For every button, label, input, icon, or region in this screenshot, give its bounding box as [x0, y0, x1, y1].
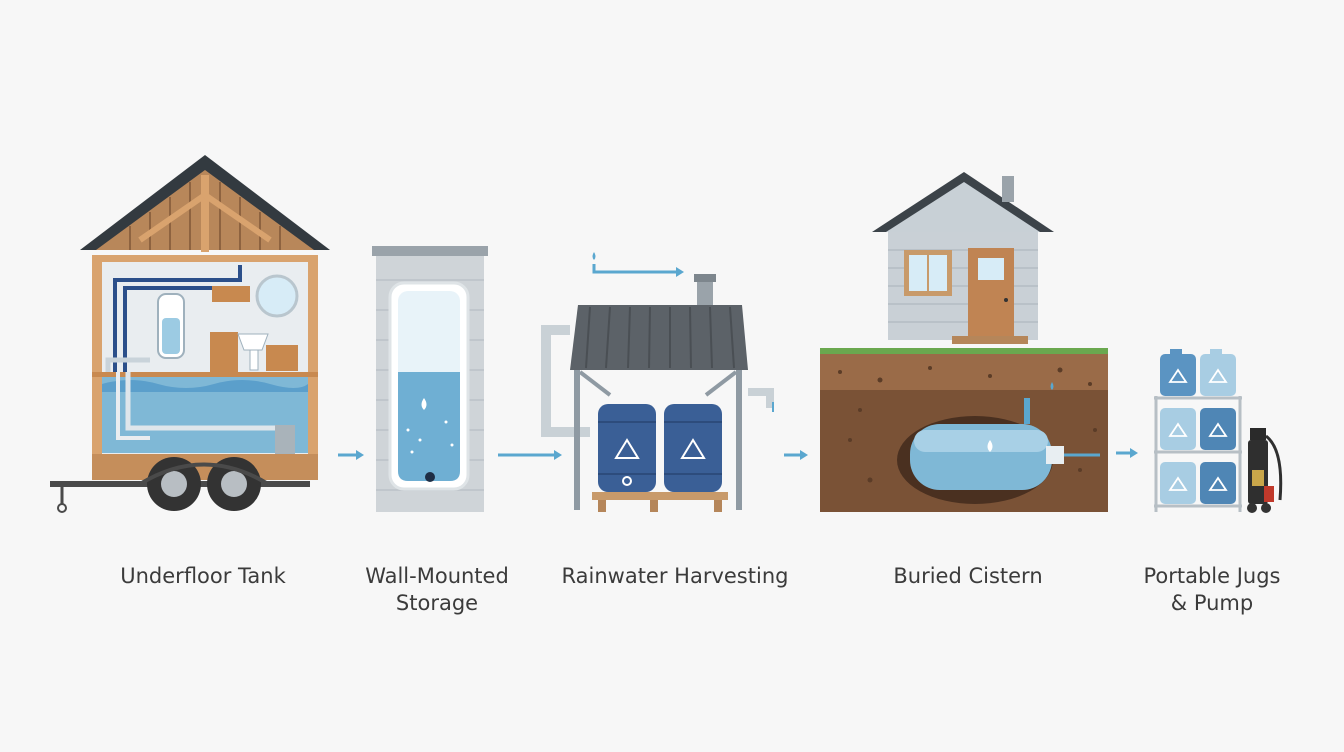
trailer-hitch: [57, 503, 67, 513]
tank-outlet: [425, 472, 435, 482]
water-jug: [1160, 354, 1196, 396]
flow-arrow: [784, 450, 808, 460]
sink-icon: [237, 333, 269, 351]
tiny-house-underfloor-tank-illustration: [50, 155, 330, 513]
step-label-rainwater-harvesting: Rainwater Harvesting: [561, 564, 789, 588]
water-jug: [1200, 408, 1236, 450]
cistern-outlet: [1046, 446, 1064, 464]
flow-arrow: [1116, 448, 1138, 458]
rainwater-harvesting-illustration: [541, 252, 774, 512]
cistern-riser: [1024, 398, 1030, 424]
pump-box: [275, 425, 295, 463]
grass: [820, 348, 1108, 354]
shelter-roof: [570, 305, 748, 370]
chimney: [1002, 176, 1014, 202]
step-label-wall-mounted-storage: Wall-Mounted Storage: [365, 564, 509, 615]
vanity: [210, 332, 238, 372]
cabinet: [212, 286, 250, 302]
portable-jugs-pump-illustration: [1154, 349, 1283, 513]
water-jug: [1160, 462, 1196, 504]
gutter-downpipe: [541, 325, 590, 437]
flow-arrow: [338, 450, 364, 460]
mirror-icon: [255, 274, 299, 318]
barrel-symbol-icon: [680, 438, 706, 459]
water-jug: [1200, 354, 1236, 396]
water-jug: [1160, 408, 1196, 450]
step-label-buried-cistern: Buried Cistern: [893, 564, 1043, 588]
water-drop-icon: [987, 440, 993, 452]
barrel-symbol-icon: [614, 438, 640, 459]
step-label-portable-jugs-pump: Portable Jugs & Pump: [1143, 564, 1281, 615]
rain-drop-icon: [592, 252, 596, 260]
step-label-underfloor-tank: Underfloor Tank: [120, 564, 286, 588]
stored-water: [398, 372, 460, 481]
rain-barrel: [664, 404, 722, 492]
water-jug: [1200, 462, 1236, 504]
flow-arrow: [498, 450, 562, 460]
buried-cistern-illustration: [820, 172, 1108, 512]
rain-barrel: [598, 404, 656, 492]
pallet: [592, 492, 728, 500]
wall-mounted-tank-illustration: [372, 246, 488, 512]
supply-pipe: [113, 265, 242, 372]
drawer-unit: [266, 345, 298, 371]
pump-handle: [1250, 428, 1266, 440]
pump-hose: [1264, 434, 1283, 501]
water-drop-icon: [421, 398, 427, 410]
